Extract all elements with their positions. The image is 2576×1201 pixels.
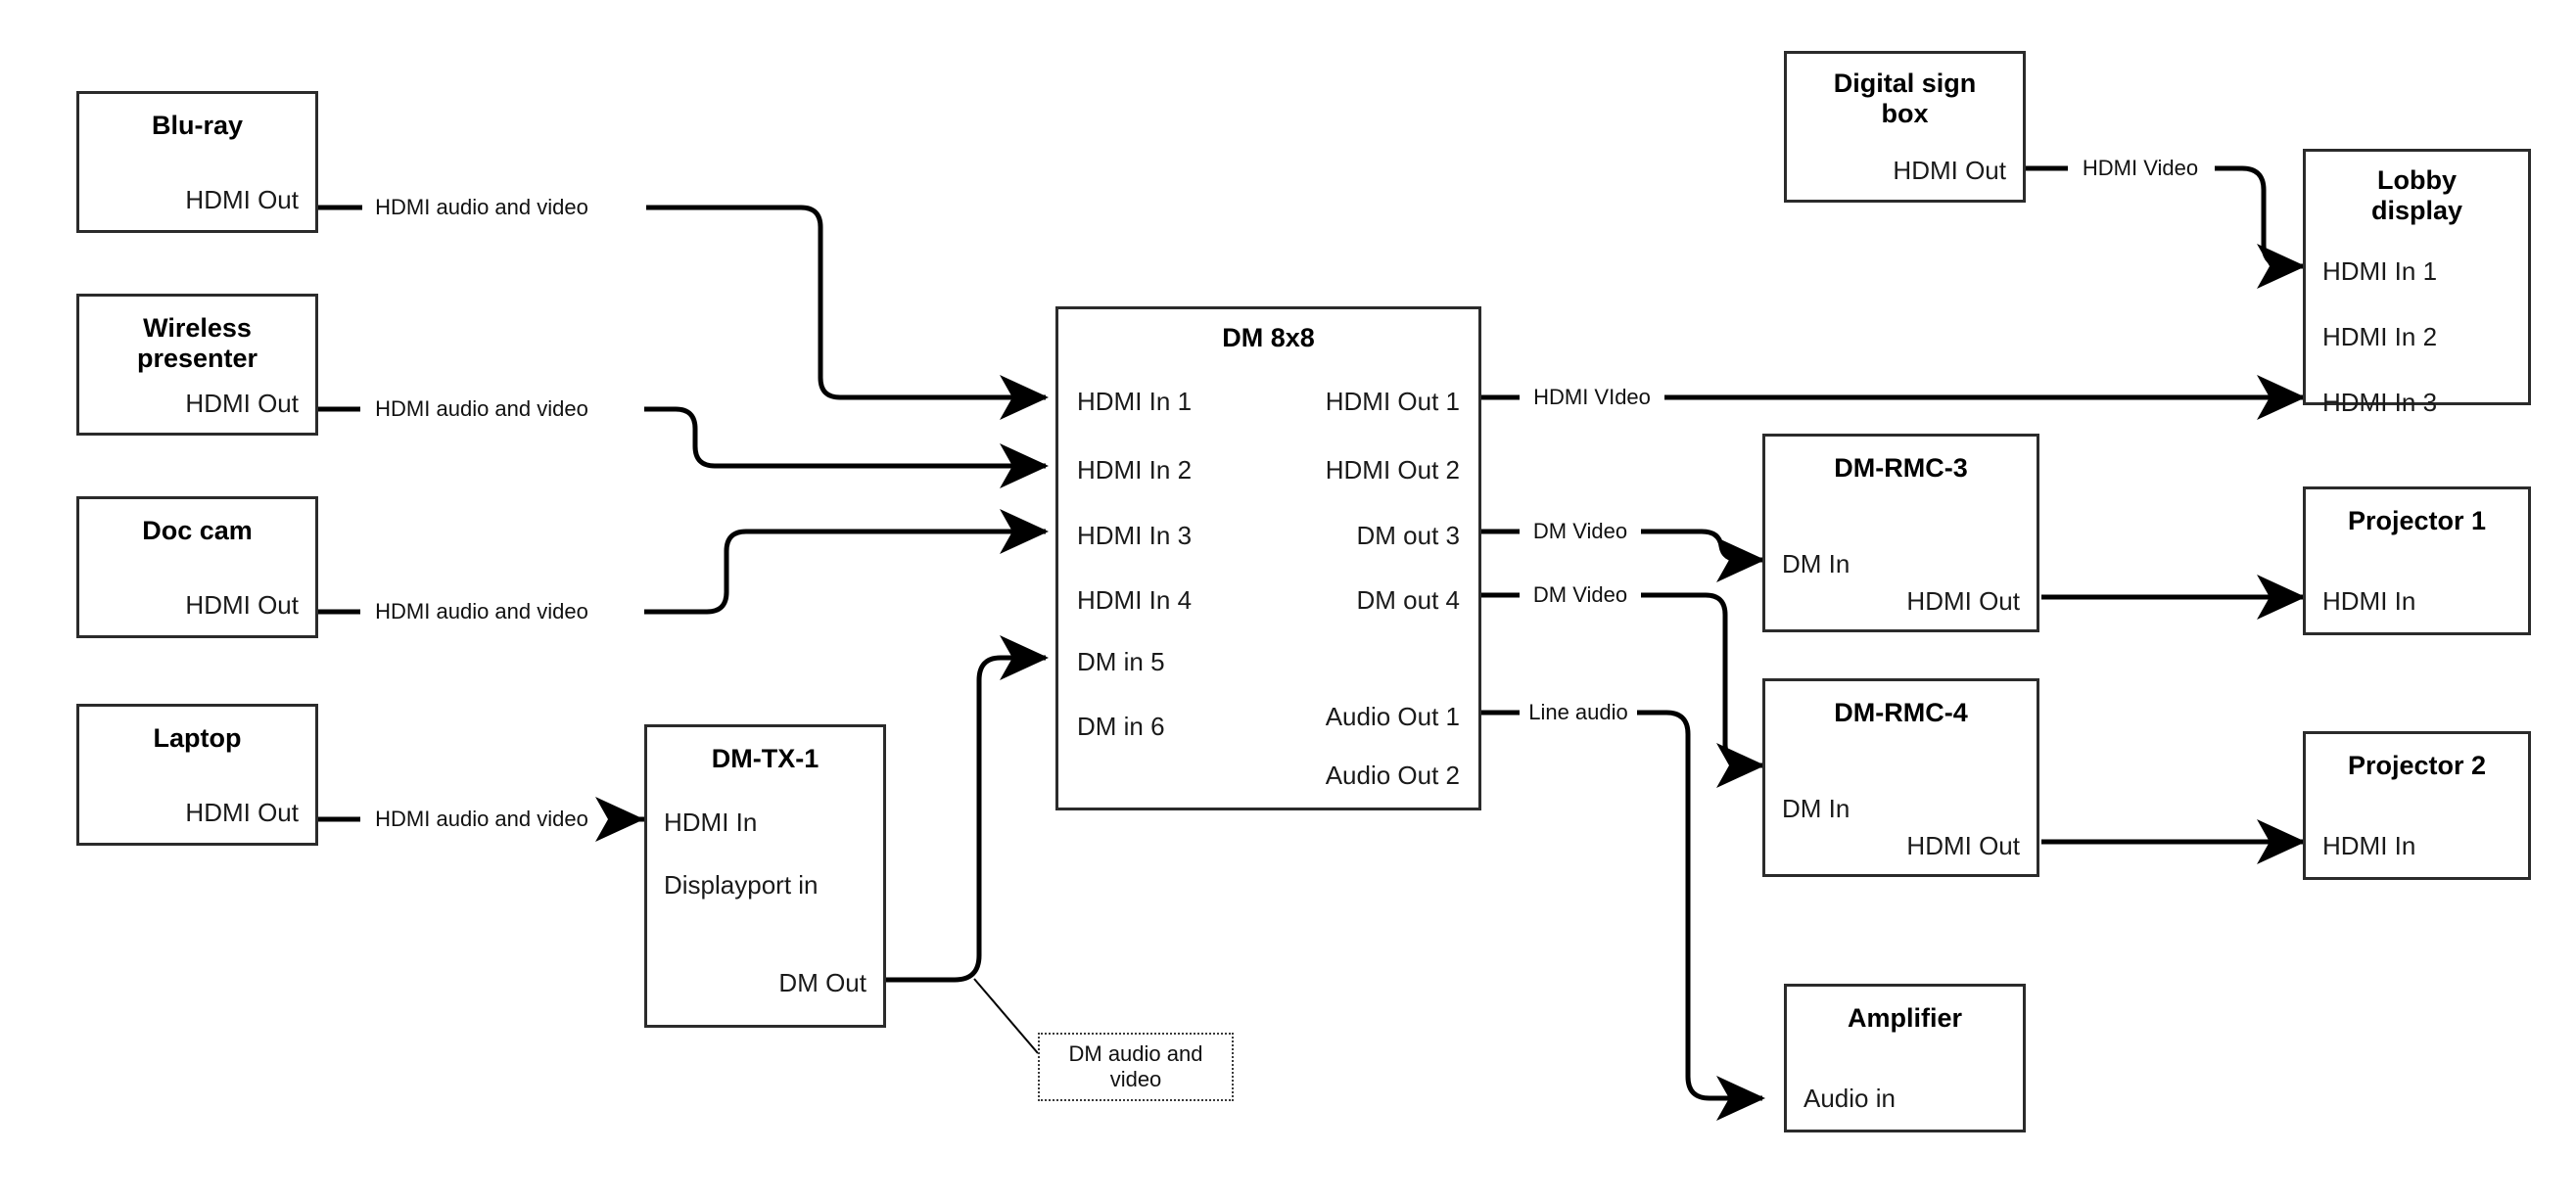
wire-dmout3-b xyxy=(1641,529,1766,583)
node-projector-1-title: Projector 1 xyxy=(2347,506,2487,535)
node-dm-8x8-input-4: HDMI In 4 xyxy=(1077,585,1193,615)
node-lobby-display-port-hdmi-in-1: HDMI In 1 xyxy=(2322,256,2438,286)
node-dm-tx-1-port-hdmi-in: HDMI In xyxy=(664,808,758,837)
node-doc-cam-title: Doc cam xyxy=(142,516,253,545)
node-projector-2-port-hdmi-in: HDMI In xyxy=(2322,831,2416,860)
node-dm-rmc-3[interactable]: DM-RMC-3 DM In HDMI Out xyxy=(1762,434,2039,632)
node-dm-8x8-output-3: DM out 3 xyxy=(1356,521,1461,550)
node-bluray[interactable]: Blu-ray HDMI Out xyxy=(76,91,318,233)
node-laptop-title: Laptop xyxy=(153,723,242,753)
node-doc-cam[interactable]: Doc cam HDMI Out xyxy=(76,496,318,638)
node-dm-8x8-output-6: Audio Out 2 xyxy=(1325,761,1460,790)
node-dm-8x8-input-6: DM in 6 xyxy=(1077,712,1165,741)
node-dm-rmc-3-port-dm-in: DM In xyxy=(1782,549,1850,578)
edge-label-dm-out-4-to-rmc-4: DM Video xyxy=(1525,582,1635,608)
node-bluray-port-hdmi-out: HDMI Out xyxy=(185,185,299,214)
node-dm-8x8-output-4: DM out 4 xyxy=(1356,585,1461,615)
node-wireless-presenter-port-hdmi-out: HDMI Out xyxy=(185,389,299,418)
edge-label-signbox-to-lobby: HDMI Video xyxy=(2075,156,2206,181)
edge-label-doccam-to-hdmi-in-3: HDMI audio and video xyxy=(368,599,595,624)
wire-dmout4-b xyxy=(1641,592,1766,789)
node-dm-rmc-4-title: DM-RMC-4 xyxy=(1834,698,1968,727)
node-lobby-display-port-hdmi-in-2: HDMI In 2 xyxy=(2322,322,2438,351)
edge-label-bluray-to-hdmi-in-1: HDMI audio and video xyxy=(368,195,595,220)
node-dm-8x8-output-2: HDMI Out 2 xyxy=(1325,455,1460,485)
node-projector-2[interactable]: Projector 2 HDMI In xyxy=(2303,731,2531,880)
node-projector-1[interactable]: Projector 1 HDMI In xyxy=(2303,486,2531,635)
node-digital-sign-box[interactable]: Digital sign box HDMI Out xyxy=(1784,51,2026,203)
node-projector-1-port-hdmi-in: HDMI In xyxy=(2322,586,2416,616)
node-laptop[interactable]: Laptop HDMI Out xyxy=(76,704,318,846)
node-dm-rmc-3-title: DM-RMC-3 xyxy=(1834,453,1968,483)
edge-label-wireless-to-hdmi-in-2: HDMI audio and video xyxy=(368,396,595,422)
node-lobby-display[interactable]: Lobby display HDMI In 1 HDMI In 2 HDMI I… xyxy=(2303,149,2531,417)
wire-wireless-b xyxy=(644,406,1050,489)
node-lobby-display-port-hdmi-in-3: HDMI In 3 xyxy=(2322,388,2438,417)
node-dm-8x8[interactable]: DM 8x8 HDMI In 1 HDMI In 2 HDMI In 3 HDM… xyxy=(1055,306,1481,810)
edge-label-laptop-to-dm-tx-1: HDMI audio and video xyxy=(368,807,595,832)
node-bluray-title: Blu-ray xyxy=(151,111,244,140)
node-dm-8x8-input-1: HDMI In 1 xyxy=(1077,387,1193,416)
node-amplifier-port-audio-in: Audio in xyxy=(1803,1084,1896,1113)
node-digital-sign-box-port-hdmi-out: HDMI Out xyxy=(1893,156,2006,185)
wire-doccam-b xyxy=(644,509,1050,615)
node-dm-8x8-input-5: DM in 5 xyxy=(1077,647,1165,676)
node-amplifier[interactable]: Amplifier Audio in xyxy=(1784,984,2026,1132)
node-laptop-port-hdmi-out: HDMI Out xyxy=(185,798,299,827)
node-doc-cam-port-hdmi-out: HDMI Out xyxy=(185,590,299,620)
wire-audioout1-b xyxy=(1637,710,1766,1122)
callout-dm-audio-and-video: DM audio and video xyxy=(1038,1033,1234,1101)
node-dm-tx-1-port-displayport-in: Displayport in xyxy=(664,870,819,900)
node-dm-tx-1[interactable]: DM-TX-1 HDMI In Displayport in DM Out xyxy=(644,724,886,1028)
edge-label-hdmi-out-1-to-lobby: HDMI VIdeo xyxy=(1526,385,1658,410)
node-dm-8x8-input-2: HDMI In 2 xyxy=(1077,455,1193,485)
node-digital-sign-box-title: Digital sign box xyxy=(1833,69,1977,129)
edge-label-audio-out-1-to-amp: Line audio xyxy=(1522,700,1635,725)
node-dm-rmc-4-port-hdmi-out: HDMI Out xyxy=(1906,831,2020,860)
node-amplifier-title: Amplifier xyxy=(1847,1003,1963,1033)
callout-leader xyxy=(973,978,1039,1054)
node-wireless-presenter-title: Wireless presenter xyxy=(136,313,258,374)
node-dm-8x8-output-5: Audio Out 1 xyxy=(1325,702,1460,731)
edge-label-dm-out-3-to-rmc-3: DM Video xyxy=(1525,519,1635,544)
node-dm-tx-1-title: DM-TX-1 xyxy=(711,744,820,773)
wire-bluray-b xyxy=(646,205,1050,421)
node-dm-rmc-4-port-dm-in: DM In xyxy=(1782,794,1850,823)
node-dm-8x8-input-3: HDMI In 3 xyxy=(1077,521,1193,550)
node-dm-8x8-output-1: HDMI Out 1 xyxy=(1325,387,1460,416)
node-lobby-display-title: Lobby display xyxy=(2370,165,2463,226)
node-wireless-presenter[interactable]: Wireless presenter HDMI Out xyxy=(76,294,318,436)
node-dm-rmc-3-port-hdmi-out: HDMI Out xyxy=(1906,586,2020,616)
node-dm-8x8-title: DM 8x8 xyxy=(1222,323,1315,352)
wire-tx-dmout xyxy=(886,635,1050,983)
node-dm-tx-1-port-dm-out: DM Out xyxy=(778,968,866,997)
node-projector-2-title: Projector 2 xyxy=(2347,751,2487,780)
node-dm-rmc-4[interactable]: DM-RMC-4 DM In HDMI Out xyxy=(1762,678,2039,877)
wire-signbox-b xyxy=(2215,165,2307,290)
